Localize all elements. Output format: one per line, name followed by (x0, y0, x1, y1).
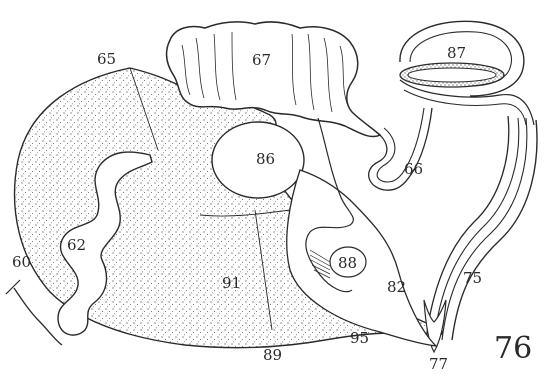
label-86: 86 (256, 152, 275, 167)
label-82: 82 (387, 280, 406, 295)
label-95: 95 (350, 331, 369, 346)
label-60: 60 (12, 255, 31, 270)
label-65: 65 (97, 52, 116, 67)
label-91: 91 (222, 276, 241, 291)
coiled-structure-87 (400, 21, 534, 125)
label-89: 89 (263, 348, 282, 363)
label-62: 62 (67, 238, 86, 253)
striated-tube-75 (426, 116, 537, 340)
label-88: 88 (338, 256, 357, 271)
label-77: 77 (429, 357, 448, 372)
label-67: 67 (252, 53, 271, 68)
figure-number: 76 (494, 334, 532, 364)
label-66: 66 (404, 162, 423, 177)
label-75: 75 (463, 271, 482, 286)
label-87: 87 (447, 46, 466, 61)
